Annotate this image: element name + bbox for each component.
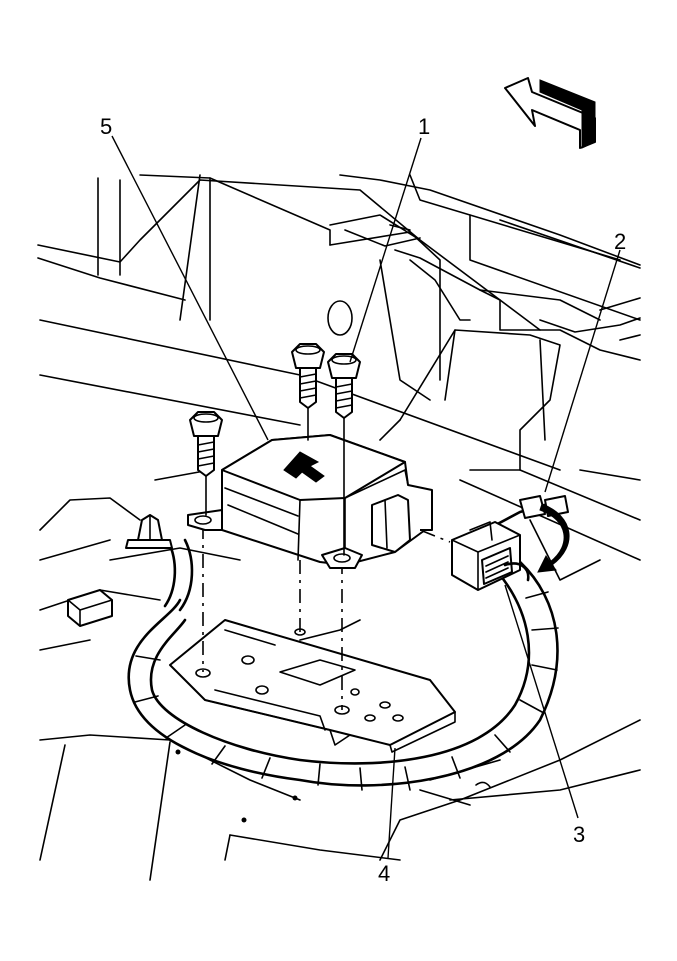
wiring-harness <box>127 538 559 791</box>
callout-5: 5 <box>100 114 112 139</box>
callout-4: 4 <box>378 861 390 886</box>
clip-left <box>67 589 113 627</box>
callout-2: 2 <box>614 229 626 254</box>
callouts: 1 2 3 4 5 <box>100 114 626 886</box>
bolt-middle <box>291 343 325 409</box>
direction-arrow-icon <box>504 77 596 149</box>
bolts <box>189 343 361 556</box>
bolt-right <box>327 353 361 419</box>
leader-lines <box>111 135 621 859</box>
callout-3: 3 <box>573 822 585 847</box>
callout-1: 1 <box>418 114 430 139</box>
push-pin-retainer <box>125 514 173 549</box>
rotation-arrow-icon <box>537 503 570 573</box>
sensing-module <box>187 434 433 569</box>
module-arrow-icon <box>283 451 325 483</box>
mounting-bracket <box>169 619 456 753</box>
bolt-left <box>189 411 223 477</box>
connector-assembly <box>451 495 570 591</box>
